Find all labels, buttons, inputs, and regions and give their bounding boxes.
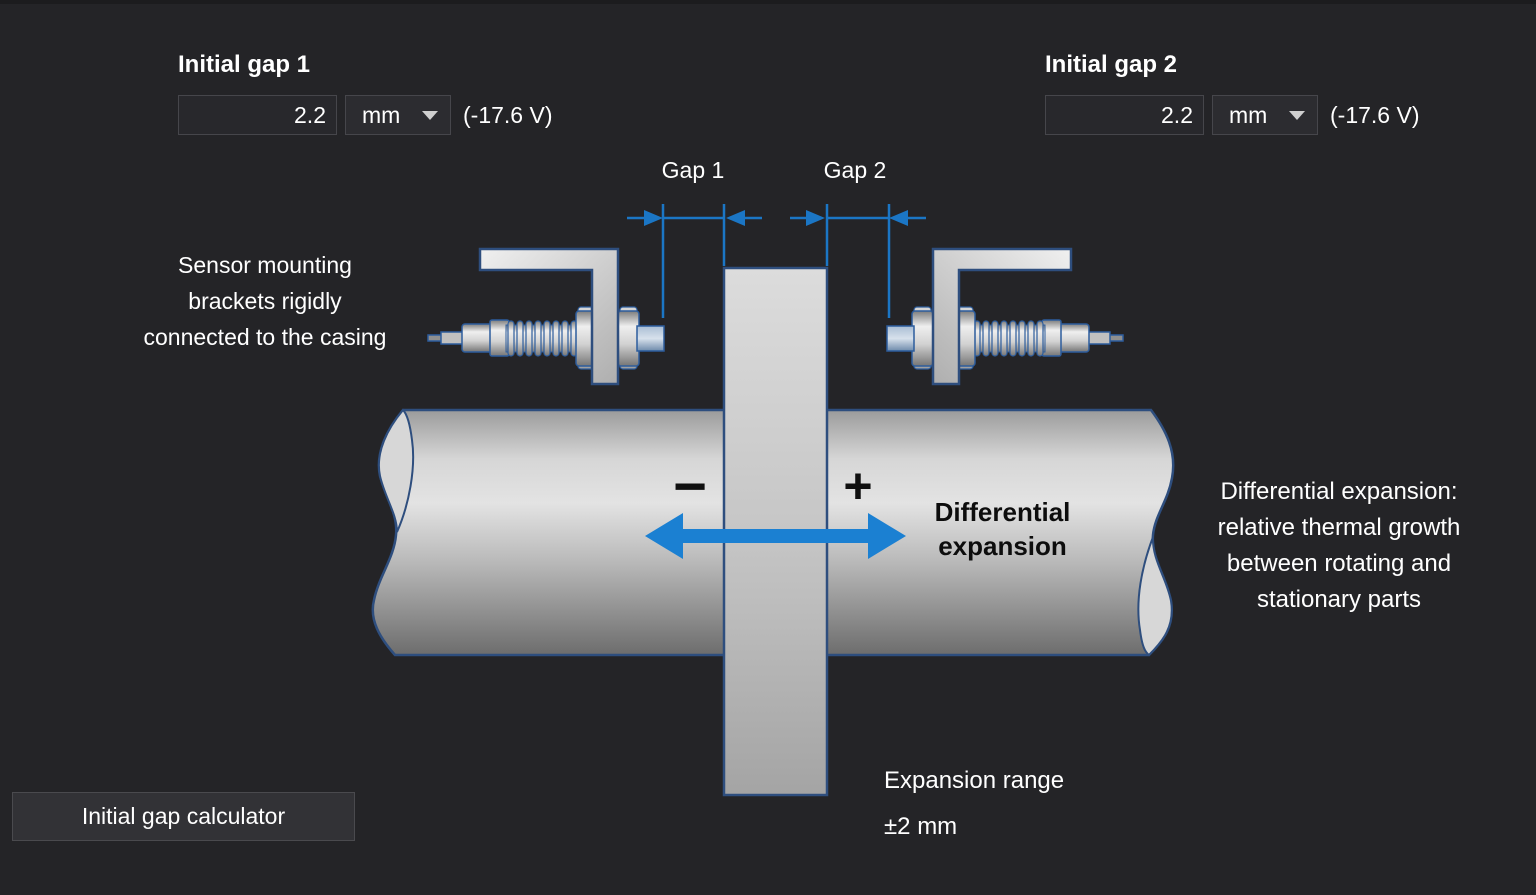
plus-direction-symbol: + xyxy=(843,458,873,514)
sensor-mounting-note: Sensor mounting brackets rigidly connect… xyxy=(105,247,425,355)
initial-gap2-label: Initial gap 2 xyxy=(1045,51,1178,78)
initial-gap2-unit-value: mm xyxy=(1229,101,1268,128)
expansion-range-line1: Expansion range xyxy=(884,767,1065,794)
expansion-direction-arrow xyxy=(645,513,906,559)
differential-expansion-caption: Differential expansion xyxy=(900,495,1105,563)
minus-direction-symbol: − xyxy=(673,454,707,519)
diff-exp-line2: expansion xyxy=(938,531,1067,561)
initial-gap1-voltage: (-17.6 V) xyxy=(463,101,553,128)
initial-gap2-input[interactable] xyxy=(1045,95,1204,135)
gap-dimension-arrowheads xyxy=(644,210,908,226)
gap-dimension-lines xyxy=(627,204,926,318)
sensor-note-line3: connected to the casing xyxy=(143,324,387,350)
initial-gap1-group: Initial gap 1 mm (-17.6 V) xyxy=(178,51,598,135)
diff-note-line4: stationary parts xyxy=(1256,586,1422,613)
chevron-down-icon xyxy=(422,110,438,120)
expansion-range-line2: ±2 mm xyxy=(884,813,958,840)
shaft-break-left xyxy=(377,408,415,533)
sensor-assembly-right xyxy=(885,247,1125,386)
sensor-note-line1: Sensor mounting xyxy=(178,252,352,278)
shaft-break-right xyxy=(1137,536,1173,657)
diff-note-line3: between rotating and xyxy=(1226,550,1452,577)
initial-gap2-unit-dropdown[interactable]: mm xyxy=(1212,95,1318,135)
diff-exp-line1: Differential xyxy=(934,497,1071,527)
initial-gap2-voltage: (-17.6 V) xyxy=(1330,101,1420,128)
diff-note-line1: Differential expansion: xyxy=(1220,478,1458,505)
expansion-range-note: Expansion range ±2 mm xyxy=(884,758,1064,850)
diff-note-line2: relative thermal growth xyxy=(1217,514,1461,541)
sensor-note-line2: brackets rigidly xyxy=(188,288,342,314)
initial-gap2-group: Initial gap 2 mm (-17.6 V) xyxy=(1045,51,1465,135)
differential-expansion-definition: Differential expansion: relative thermal… xyxy=(1178,474,1500,618)
initial-gap-calculator-button[interactable]: Initial gap calculator xyxy=(12,792,355,841)
chevron-down-icon xyxy=(1289,110,1305,120)
initial-gap1-label: Initial gap 1 xyxy=(178,51,311,78)
initial-gap1-unit-dropdown[interactable]: mm xyxy=(345,95,451,135)
panel-top-edge xyxy=(0,0,1536,4)
initial-gap1-input[interactable] xyxy=(178,95,337,135)
gap2-dim-label: Gap 2 xyxy=(823,157,887,183)
gap1-dim-label: Gap 1 xyxy=(661,157,725,183)
sensor-assembly-left xyxy=(426,247,666,386)
initial-gap1-unit-value: mm xyxy=(362,101,401,128)
